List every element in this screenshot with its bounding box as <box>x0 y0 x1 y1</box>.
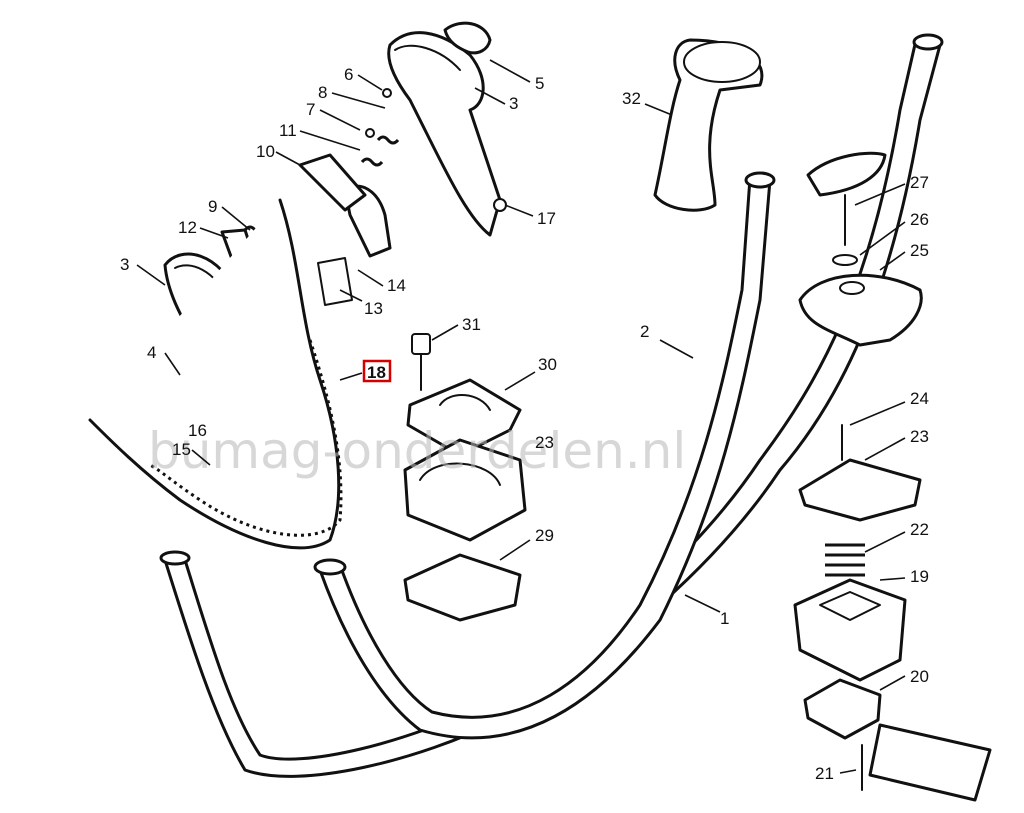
hand-grip-part-32 <box>653 38 764 212</box>
callout-part-12: 12 <box>178 218 197 237</box>
callout-part-27: 27 <box>910 173 929 192</box>
spring-part-22 <box>825 543 865 577</box>
leader-lines <box>136 59 906 774</box>
callout-part-29: 29 <box>535 526 554 545</box>
clamp-part-23 <box>798 458 922 522</box>
watermark-text: bumag-onderdelen.nl <box>148 422 686 480</box>
callout-part-7: 7 <box>306 100 315 119</box>
callout-part-3-left: 3 <box>120 255 129 274</box>
clamp-housing-part-19 <box>793 578 907 682</box>
plate-part-13 <box>317 257 353 306</box>
washer-part-26 <box>832 254 858 266</box>
clamp-shell-part-20 <box>803 678 882 740</box>
callout-part-20: 20 <box>910 667 929 686</box>
clamp-plate-part-29 <box>403 553 522 622</box>
callout-part-4: 4 <box>147 343 156 362</box>
callout-part-23-centre: 23 <box>535 433 554 452</box>
callout-part-16: 16 <box>188 421 207 440</box>
handle-housing-part-3-top <box>387 31 502 237</box>
wing-nut-part-27 <box>806 151 887 246</box>
callout-part-31: 31 <box>462 315 481 334</box>
callout-part-18: 18 <box>367 363 386 382</box>
callout-part-5: 5 <box>535 74 544 93</box>
callout-part-13: 13 <box>364 299 383 318</box>
callout-part-21: 21 <box>815 764 834 783</box>
callout-part-6: 6 <box>344 65 353 84</box>
lever-part-10 <box>298 153 367 212</box>
callout-part-15: 15 <box>172 440 191 459</box>
clamp-cap-part-25 <box>798 273 923 347</box>
callout-part-23-right: 23 <box>910 427 929 446</box>
callout-part-19: 19 <box>910 567 929 586</box>
callout-part-17: 17 <box>537 209 556 228</box>
clamp-body-part-28 <box>403 438 527 542</box>
clamp-half-part-30 <box>406 378 522 457</box>
cap-part-5 <box>443 21 492 55</box>
callout-part-25: 25 <box>910 241 929 260</box>
callout-part-22: 22 <box>910 520 929 539</box>
callout-part-8: 8 <box>318 83 327 102</box>
callout-part-3-top: 3 <box>509 94 518 113</box>
throttle-cable-part-18 <box>88 198 343 550</box>
callout-part-14: 14 <box>387 276 406 295</box>
callout-part-10: 10 <box>256 142 275 161</box>
callout-part-24: 24 <box>910 389 929 408</box>
grip-tube-end <box>868 723 992 802</box>
callout-part-9: 9 <box>208 197 217 216</box>
callout-part-11: 11 <box>279 121 297 140</box>
callout-part-2: 2 <box>640 322 649 341</box>
callout-part-32: 32 <box>622 89 641 108</box>
callout-part-30: 30 <box>538 355 557 374</box>
callout-part-1: 1 <box>720 609 729 628</box>
callout-part-26: 26 <box>910 210 929 229</box>
callout-labels: 1 2 3 3 4 5 6 7 8 9 10 11 12 13 14 15 16… <box>120 65 929 783</box>
screw-part-31 <box>411 333 431 391</box>
highlight-box-part-18 <box>362 359 392 383</box>
